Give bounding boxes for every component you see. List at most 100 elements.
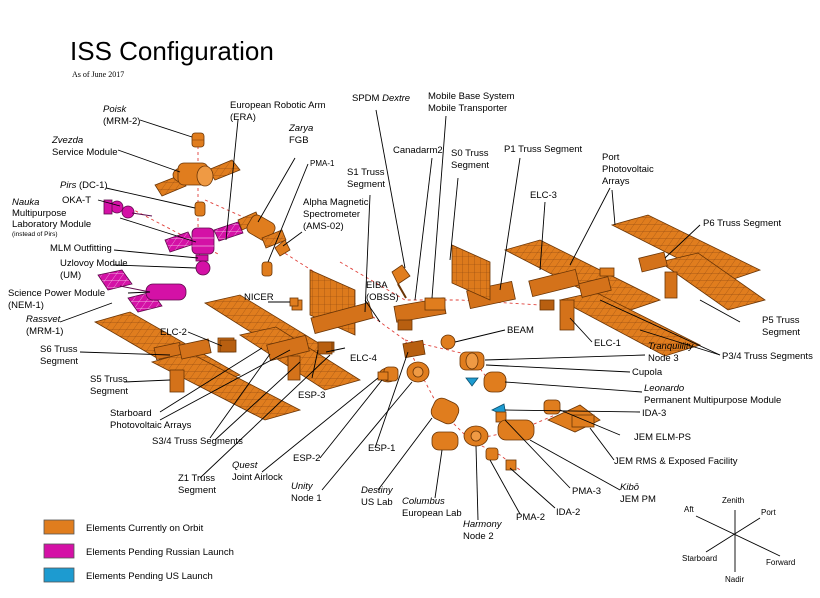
label-s1a: S1 Truss (347, 167, 385, 178)
label-s5b: Segment (90, 386, 128, 397)
label-pirs-code: (DC-1) (76, 180, 107, 191)
pirs-module (194, 201, 206, 217)
oka-t-module (103, 199, 153, 219)
svg-text:Harmony: Harmony (463, 519, 503, 530)
label-era1: European Robotic Arm (230, 100, 326, 111)
label-ida2: IDA-2 (556, 507, 580, 518)
label-eiba2: (OBSS) (366, 292, 399, 303)
label-destiny-desc: US Lab (361, 497, 393, 508)
label-zarya-name: Zarya (288, 123, 313, 134)
label-ams3: (AMS-02) (303, 221, 344, 232)
svg-text:Tranquillity: Tranquillity (648, 341, 694, 352)
label-pma2: PMA-2 (516, 512, 545, 523)
label-ida3: IDA-3 (642, 408, 666, 419)
label-elc4: ELC-4 (350, 353, 377, 364)
label-pma1: PMA-1 (310, 159, 335, 168)
label-zarya-desc: FGB (289, 135, 309, 146)
label-mbs2: Mobile Transporter (428, 103, 507, 114)
svg-text:Rassvet: Rassvet (26, 314, 61, 325)
axis-forward: Forward (766, 558, 795, 567)
label-spdm-name: SPDM (352, 93, 382, 104)
label-s0a: S0 Truss (451, 148, 489, 159)
label-destiny-name: Destiny (361, 485, 394, 496)
zarya-module (237, 211, 287, 249)
science-power-module (97, 269, 187, 313)
label-poisk-code: (MRM-2) (103, 116, 140, 127)
label-port3: Arrays (602, 176, 630, 187)
svg-text:Unity: Unity (291, 481, 314, 492)
legend-label-orbit: Elements Currently on Orbit (86, 523, 204, 534)
label-pma3: PMA-3 (572, 486, 601, 497)
label-elc3: ELC-3 (530, 190, 557, 201)
legend-label-us: Elements Pending US Launch (86, 571, 213, 582)
label-beam: BEAM (507, 325, 534, 336)
axis-zenith: Zenith (722, 496, 744, 505)
label-p5a: P5 Truss (762, 315, 800, 326)
label-uzlovoy: Uzlovoy Module (60, 258, 128, 269)
uzlovoy-module (195, 260, 211, 276)
label-p5b: Segment (762, 327, 800, 338)
label-harmony-desc: Node 2 (463, 531, 494, 542)
label-kibo-name: Kibō (620, 482, 639, 493)
label-tranq-desc: Node 3 (648, 353, 679, 364)
label-leonardo-name: Leonardo (644, 383, 684, 394)
label-spa1: Starboard (110, 408, 152, 419)
axis-port: Port (761, 508, 776, 517)
label-leonardo-desc: Permanent Multipurpose Module (644, 395, 781, 406)
us-modules (219, 239, 601, 471)
label-spdm-italic: Dextre (382, 93, 410, 104)
svg-text:Nauka: Nauka (12, 197, 39, 208)
label-cupola: Cupola (632, 367, 663, 378)
label-oka-t: OKA-T (62, 195, 91, 206)
page-title: ISS Configuration (70, 36, 274, 66)
label-nauka-name: Nauka (12, 197, 39, 208)
label-s6b: Segment (40, 356, 78, 367)
page-subtitle: As of June 2017 (72, 70, 124, 79)
port-segment (503, 214, 766, 357)
label-ams1: Alpha Magnetic (303, 197, 369, 208)
svg-text:Poisk: Poisk (103, 104, 127, 115)
svg-text:Quest: Quest (232, 460, 258, 471)
svg-text:Leonardo: Leonardo (644, 383, 684, 394)
label-elc1: ELC-1 (594, 338, 621, 349)
label-s6a: S6 Truss (40, 344, 78, 355)
label-unity-name: Unity (291, 481, 314, 492)
label-columbus2: European Lab (402, 508, 462, 519)
poisk-module (191, 132, 205, 148)
central-truss (289, 244, 516, 355)
label-pirs-name: Pirs (60, 180, 77, 191)
svg-text:Pirs (DC-1): Pirs (DC-1) (60, 180, 108, 191)
label-unity-desc: Node 1 (291, 493, 322, 504)
label-port2: Photovoltaic (602, 164, 654, 175)
axis-nadir: Nadir (725, 575, 744, 584)
label-zvezda-desc: Service Module (52, 147, 117, 158)
label-era2: (ERA) (230, 112, 256, 123)
label-s34: S3/4 Truss Segments (152, 436, 243, 447)
svg-text:Zarya: Zarya (288, 123, 313, 134)
label-harmony-name: Harmony (463, 519, 503, 530)
svg-text:Zvezda: Zvezda (51, 135, 83, 146)
label-jemrms: JEM RMS & Exposed Facility (614, 456, 738, 467)
axis-starboard: Starboard (682, 554, 717, 563)
label-s0b: Segment (451, 160, 489, 171)
label-eiba1: EIBA (366, 280, 388, 291)
label-spa2: Photovoltaic Arrays (110, 420, 192, 431)
label-quest-name: Quest (232, 460, 258, 471)
label-rassvet-name: Rassvet (26, 314, 61, 325)
label-port1: Port (602, 152, 620, 163)
label-nicer: NICER (244, 292, 274, 303)
rassvet-module (261, 261, 273, 277)
axis-aft: Aft (684, 505, 695, 514)
label-kibo-desc: JEM PM (620, 494, 656, 505)
label-ams2: Spectrometer (303, 209, 360, 220)
label-tranq-name: Tranquillity (648, 341, 694, 352)
label-spm-code: (NEM-1) (8, 300, 44, 311)
label-quest-desc: Joint Airlock (232, 472, 283, 483)
label-nauka-desc2: Laboratory Module (12, 219, 91, 230)
label-columbus1: Columbus (402, 496, 445, 507)
label-esp1: ESP-1 (368, 443, 395, 454)
legend-swatch-us (43, 567, 75, 583)
legend-label-russian: Elements Pending Russian Launch (86, 547, 234, 558)
label-p34: P3/4 Truss Segments (722, 351, 813, 362)
